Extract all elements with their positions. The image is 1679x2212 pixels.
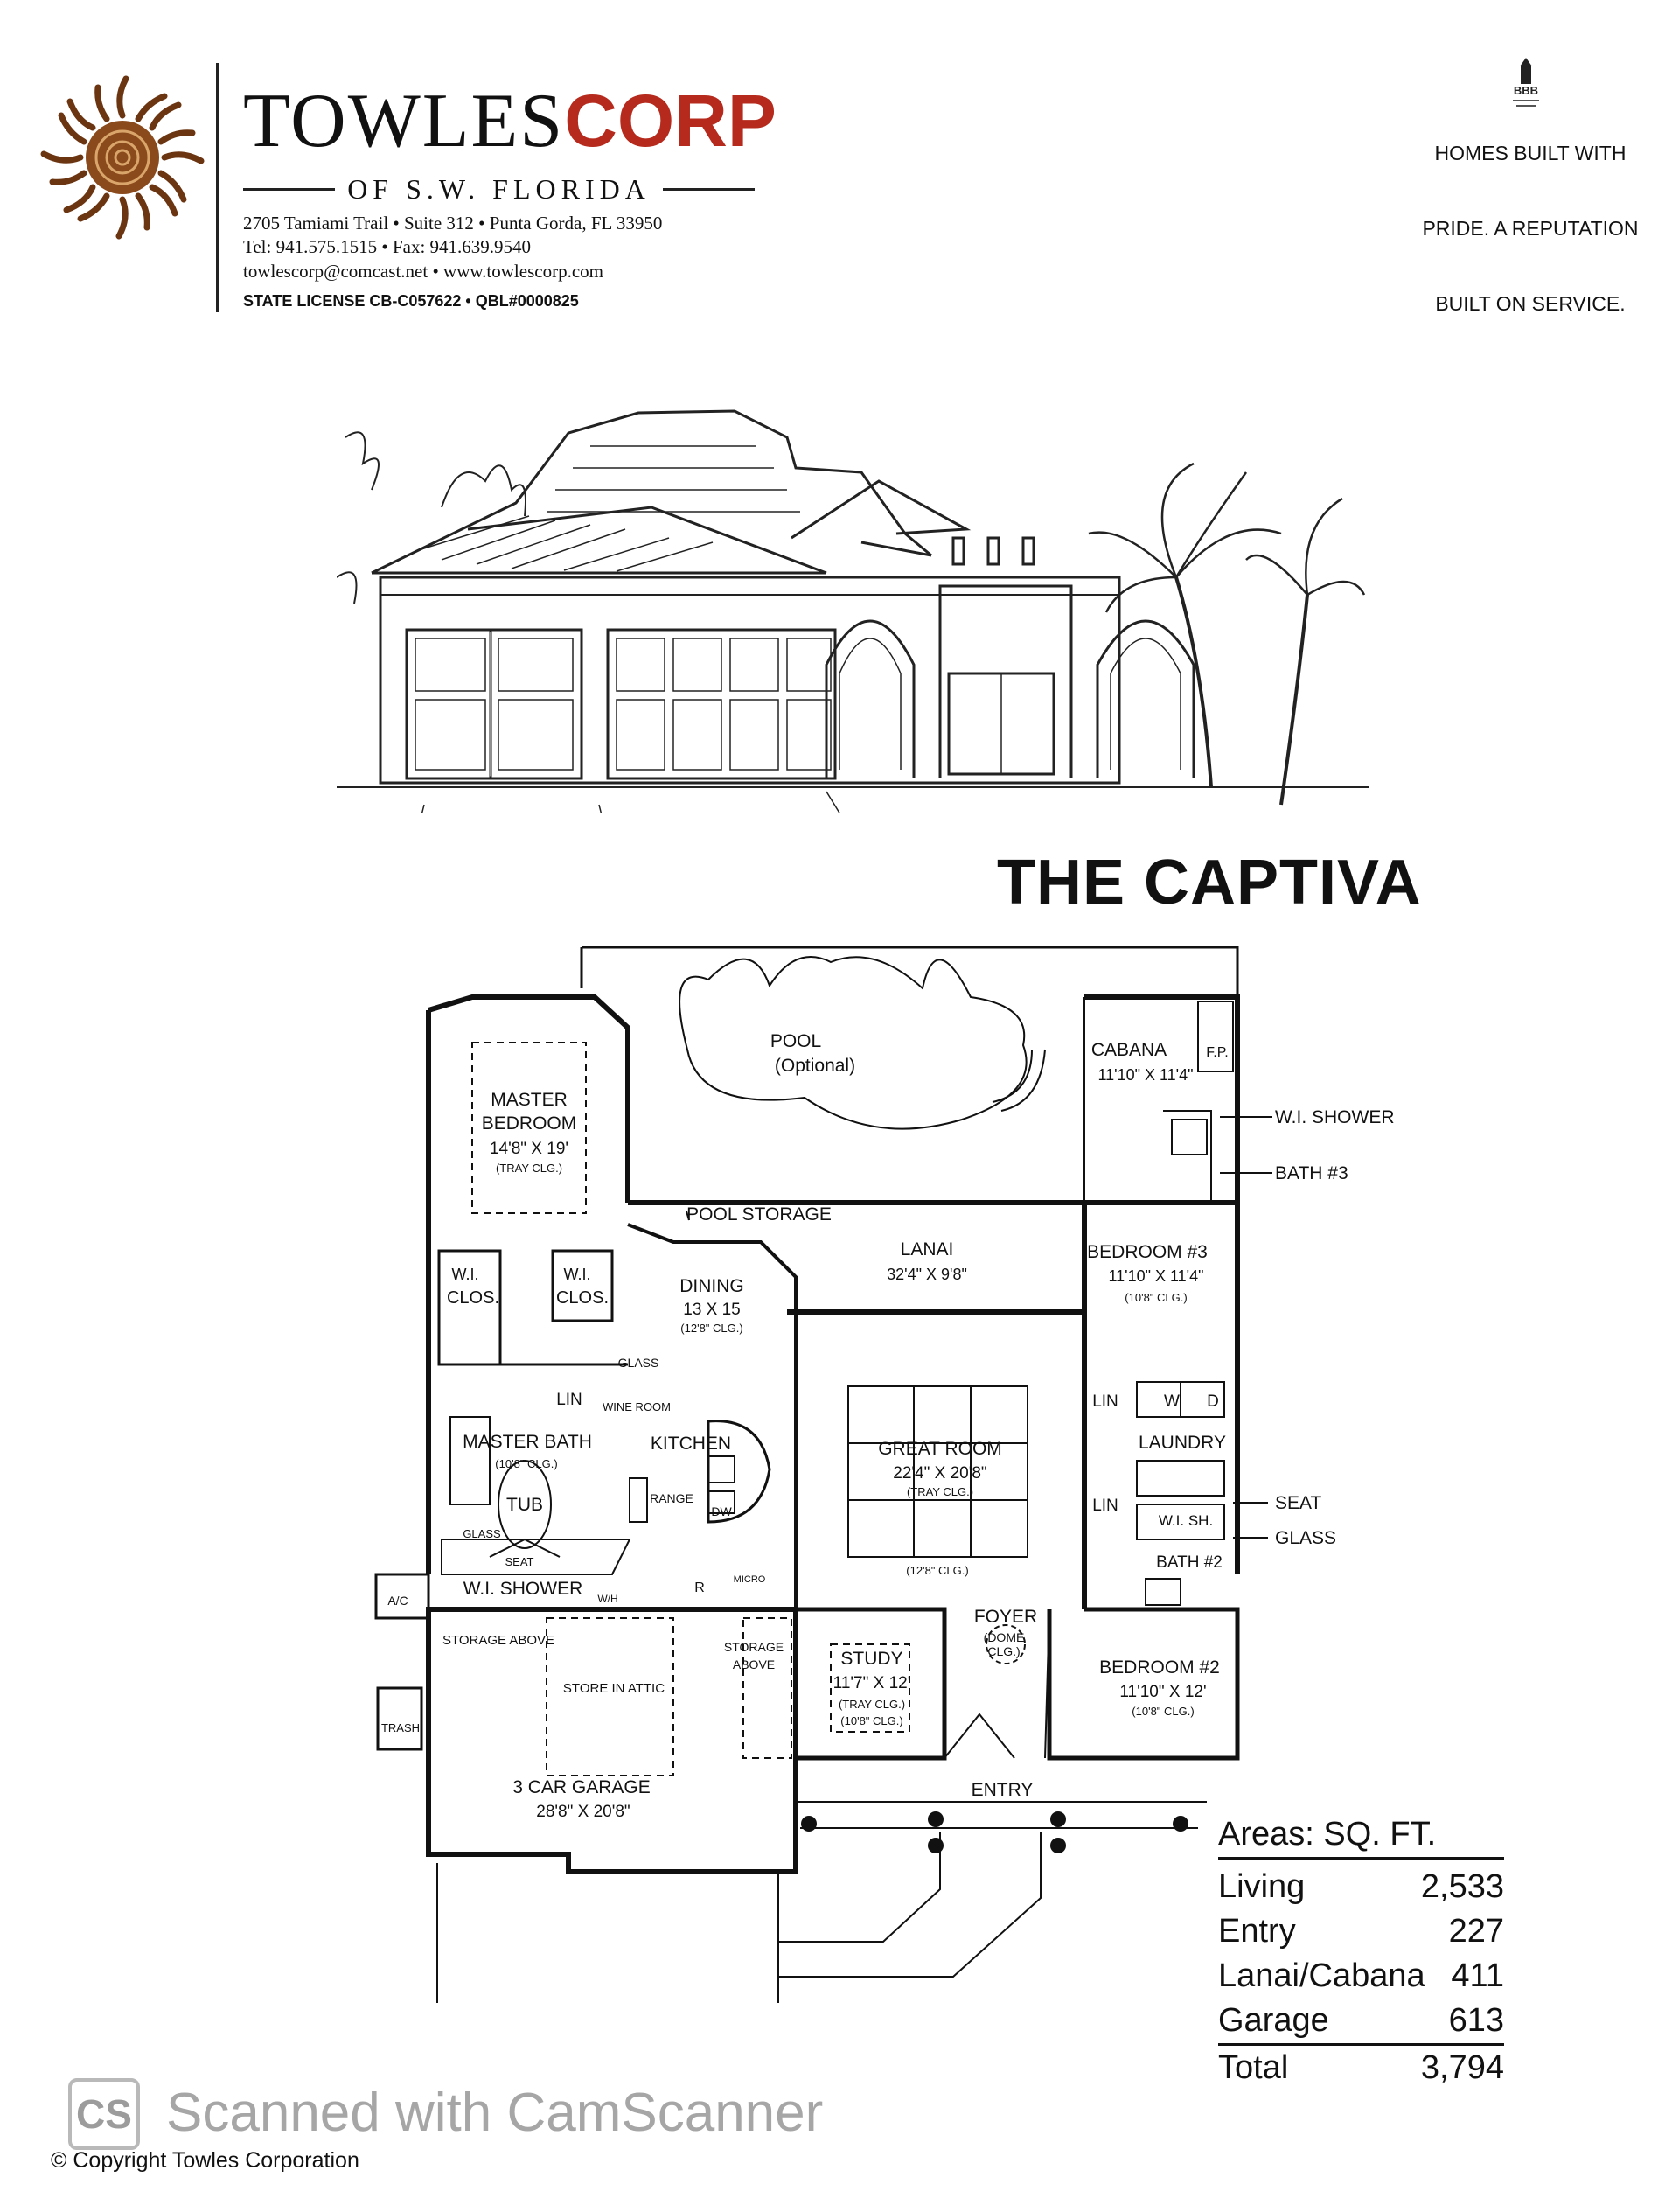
tub-label: TUB [506, 1495, 543, 1515]
tagline-line-1: HOMES BUILT WITH [1434, 142, 1627, 164]
pool-storage-label: POOL STORAGE [686, 1204, 832, 1225]
master-bedroom-label-2: BEDROOM [482, 1113, 577, 1134]
dining-dim: 13 X 15 [683, 1301, 741, 1319]
great-room-clg: (TRAY CLG.) [907, 1485, 973, 1498]
seat-callout: SEAT [1275, 1493, 1321, 1513]
fp-label: F.P. [1206, 1045, 1229, 1060]
storage-above-label: STORAGE ABOVE [442, 1633, 554, 1648]
lanai-label: LANAI [901, 1239, 954, 1260]
entry-label: ENTRY [972, 1780, 1034, 1800]
brand-subtitle: OF S.W. FLORIDA [243, 173, 756, 206]
garage-label: 3 CAR GARAGE [512, 1777, 651, 1797]
wi-shower-callout: W.I. SHOWER [1275, 1107, 1395, 1127]
tagline-line-3: BUILT ON SERVICE. [1435, 292, 1626, 315]
cabana-label: CABANA [1091, 1040, 1167, 1060]
wi-sh-label: W.I. SH. [1159, 1512, 1213, 1529]
plan-title: THE CAPTIVA [997, 848, 1422, 918]
laundry-label: LAUNDRY [1139, 1433, 1226, 1453]
master-bedroom-label-1: MASTER [491, 1090, 568, 1110]
bbb-logo-icon: BBB [1513, 58, 1539, 107]
washer-label: W [1164, 1392, 1180, 1411]
copyright: © Copyright Towles Corporation [51, 2148, 359, 2173]
great-room-label: GREAT ROOM [878, 1439, 1002, 1459]
trash-label: TRASH [381, 1721, 420, 1734]
storage-above-label-2a: STORAGE [724, 1640, 784, 1654]
foyer-clg-2: CLG.) [987, 1644, 1020, 1658]
lin-label: LIN [556, 1391, 582, 1409]
clos-label: CLOS. [447, 1288, 499, 1308]
seat-label: SEAT [505, 1555, 534, 1568]
wi-clos-label: W.I. [452, 1266, 479, 1283]
foyer-label: FOYER [974, 1607, 1037, 1627]
dining-clg: (12'8" CLG.) [680, 1322, 742, 1335]
house-elevation-sketch [337, 409, 1369, 813]
store-in-attic-label: STORE IN ATTIC [563, 1681, 665, 1696]
camscanner-logo-icon: CS [68, 2078, 140, 2150]
wh-label: W/H [597, 1593, 617, 1605]
master-bedroom-dim: 14'8" X 19' [490, 1140, 568, 1158]
pool-label: POOL [770, 1031, 821, 1051]
wi-shower-label: W.I. SHOWER [463, 1579, 583, 1599]
study-clg-2: (10'8" CLG.) [840, 1714, 902, 1727]
lanai-dim: 32'4" X 9'8" [887, 1266, 967, 1283]
dryer-label: D [1207, 1392, 1219, 1411]
garage-dim: 28'8" X 20'8" [536, 1803, 630, 1821]
great-room-clg-2: (12'8" CLG.) [906, 1564, 968, 1577]
sun-logo-icon [40, 75, 205, 240]
cabana-dim: 11'10" X 11'4" [1097, 1066, 1193, 1084]
kitchen-label: KITCHEN [651, 1434, 731, 1454]
floor-plan: POOL (Optional) CABANA 11'10" X 11'4" F.… [374, 946, 1395, 2003]
master-bath-label: MASTER BATH [463, 1432, 592, 1452]
master-bath-clg: (10'8" CLG.) [495, 1457, 557, 1470]
great-room-dim: 22'4" X 20'8" [893, 1464, 986, 1483]
storage-above-label-2b: ABOVE [733, 1657, 775, 1671]
bath3-callout: BATH #3 [1275, 1163, 1348, 1183]
study-clg-1: (TRAY CLG.) [839, 1698, 905, 1711]
micro-label: MICRO [734, 1574, 766, 1585]
ac-label: A/C [387, 1594, 408, 1608]
areas-header: Areas: SQ. FT. [1218, 1816, 1504, 1860]
wine-room-label: WINE ROOM [603, 1400, 671, 1413]
study-dim: 11'7" X 12' [833, 1674, 911, 1692]
dining-label: DINING [679, 1276, 744, 1296]
fridge-label: R [694, 1580, 705, 1595]
brand-name: TOWLESCORP [243, 79, 777, 164]
pool-note: (Optional) [775, 1056, 855, 1076]
glass-label-2: GLASS [463, 1527, 501, 1540]
bedroom3-clg: (10'8" CLG.) [1125, 1291, 1187, 1304]
master-bedroom-clg: (TRAY CLG.) [496, 1162, 562, 1175]
bath2-label: BATH #2 [1156, 1553, 1223, 1572]
study-label: STUDY [840, 1649, 902, 1669]
bedroom3-dim: 11'10" X 11'4" [1108, 1267, 1203, 1285]
svg-text:BBB: BBB [1514, 84, 1538, 97]
license-line: STATE LICENSE CB-C057622 • QBL#0000825 [243, 292, 579, 310]
bedroom2-label: BEDROOM #2 [1099, 1657, 1220, 1678]
tagline-line-2: PRIDE. A REPUTATION [1422, 217, 1639, 240]
dw-label: DW [711, 1504, 732, 1518]
header-divider [216, 63, 219, 312]
glass-label: GLASS [618, 1356, 659, 1370]
contact-line: towlescorp@comcast.net • www.towlescorp.… [243, 261, 603, 282]
wi-clos-label-2: W.I. [564, 1266, 591, 1283]
bedroom3-label: BEDROOM #3 [1087, 1242, 1208, 1262]
scanner-watermark: Scanned with CamScanner [166, 2083, 824, 2143]
bedroom2-clg: (10'8" CLG.) [1132, 1705, 1194, 1718]
glass-callout: GLASS [1275, 1528, 1336, 1548]
range-label: RANGE [650, 1491, 693, 1505]
clos-label-2: CLOS. [556, 1288, 609, 1308]
phone-line: Tel: 941.575.1515 • Fax: 941.639.9540 [243, 236, 532, 257]
bedroom2-dim: 11'10" X 12' [1119, 1683, 1206, 1701]
lin-label-2: LIN [1092, 1392, 1118, 1411]
foyer-clg-1: (DOME [984, 1630, 1025, 1644]
address-line: 2705 Tamiami Trail • Suite 312 • Punta G… [243, 213, 663, 234]
lin-label-3: LIN [1092, 1497, 1118, 1515]
